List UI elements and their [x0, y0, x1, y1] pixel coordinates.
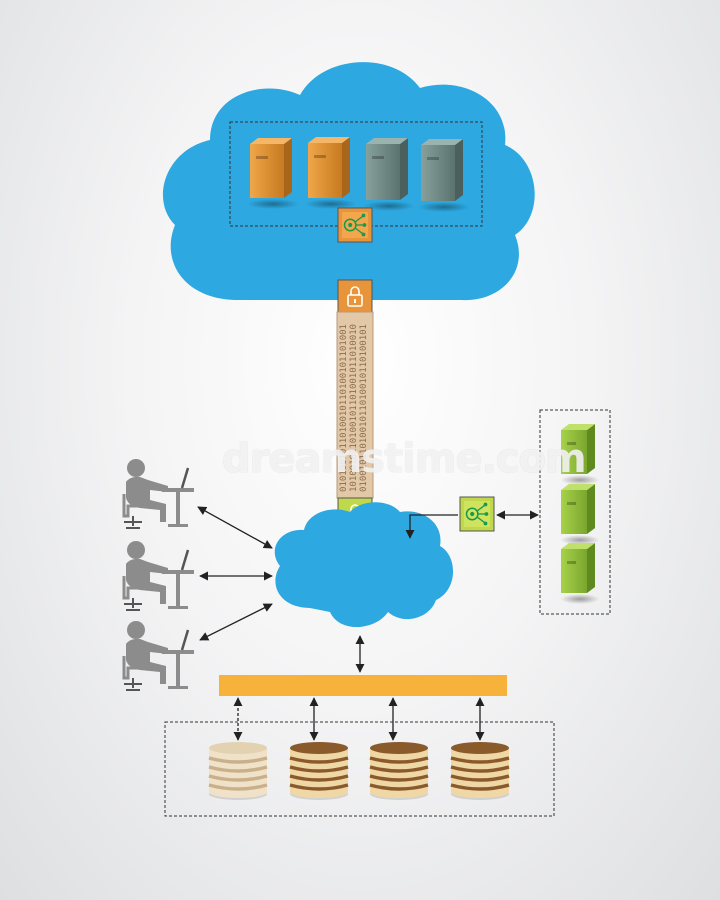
server-rack-top — [247, 137, 470, 212]
binary-stream-text: 0100101101001011010010110100101 — [359, 324, 369, 492]
data-bus-bar — [219, 675, 507, 696]
user-at-desk-icon — [122, 457, 196, 530]
server-icon — [418, 139, 470, 212]
database-icon — [209, 742, 267, 800]
server-rack-right — [560, 424, 600, 604]
database-icon — [370, 742, 428, 800]
server-icon — [560, 484, 600, 545]
user-at-desk-icon — [122, 619, 196, 692]
network-hub-icon — [459, 496, 495, 532]
user-connection-arrows — [197, 506, 273, 641]
user-group — [122, 457, 196, 692]
server-group-right — [539, 409, 611, 615]
server-icon — [247, 138, 299, 209]
database-cluster — [209, 742, 509, 800]
watermark-text: dreamstime.com — [222, 436, 587, 482]
server-icon — [363, 138, 415, 211]
server-icon — [560, 543, 600, 604]
binary-stream-text: 1010010110100101101001011010010 — [349, 324, 359, 492]
database-group — [164, 721, 555, 817]
server-icon — [305, 137, 357, 209]
database-icon — [451, 742, 509, 800]
cloud-bottom — [274, 502, 454, 628]
server-icon — [560, 424, 600, 485]
user-at-desk-icon — [122, 539, 196, 612]
binary-stream-text: 0101001011010010110100101101001 — [339, 324, 349, 492]
database-connection-arrows — [233, 697, 485, 741]
lock-icon — [337, 279, 373, 313]
network-hub-icon — [337, 207, 373, 243]
database-icon — [290, 742, 348, 800]
hub-connection-arrows — [405, 510, 539, 539]
